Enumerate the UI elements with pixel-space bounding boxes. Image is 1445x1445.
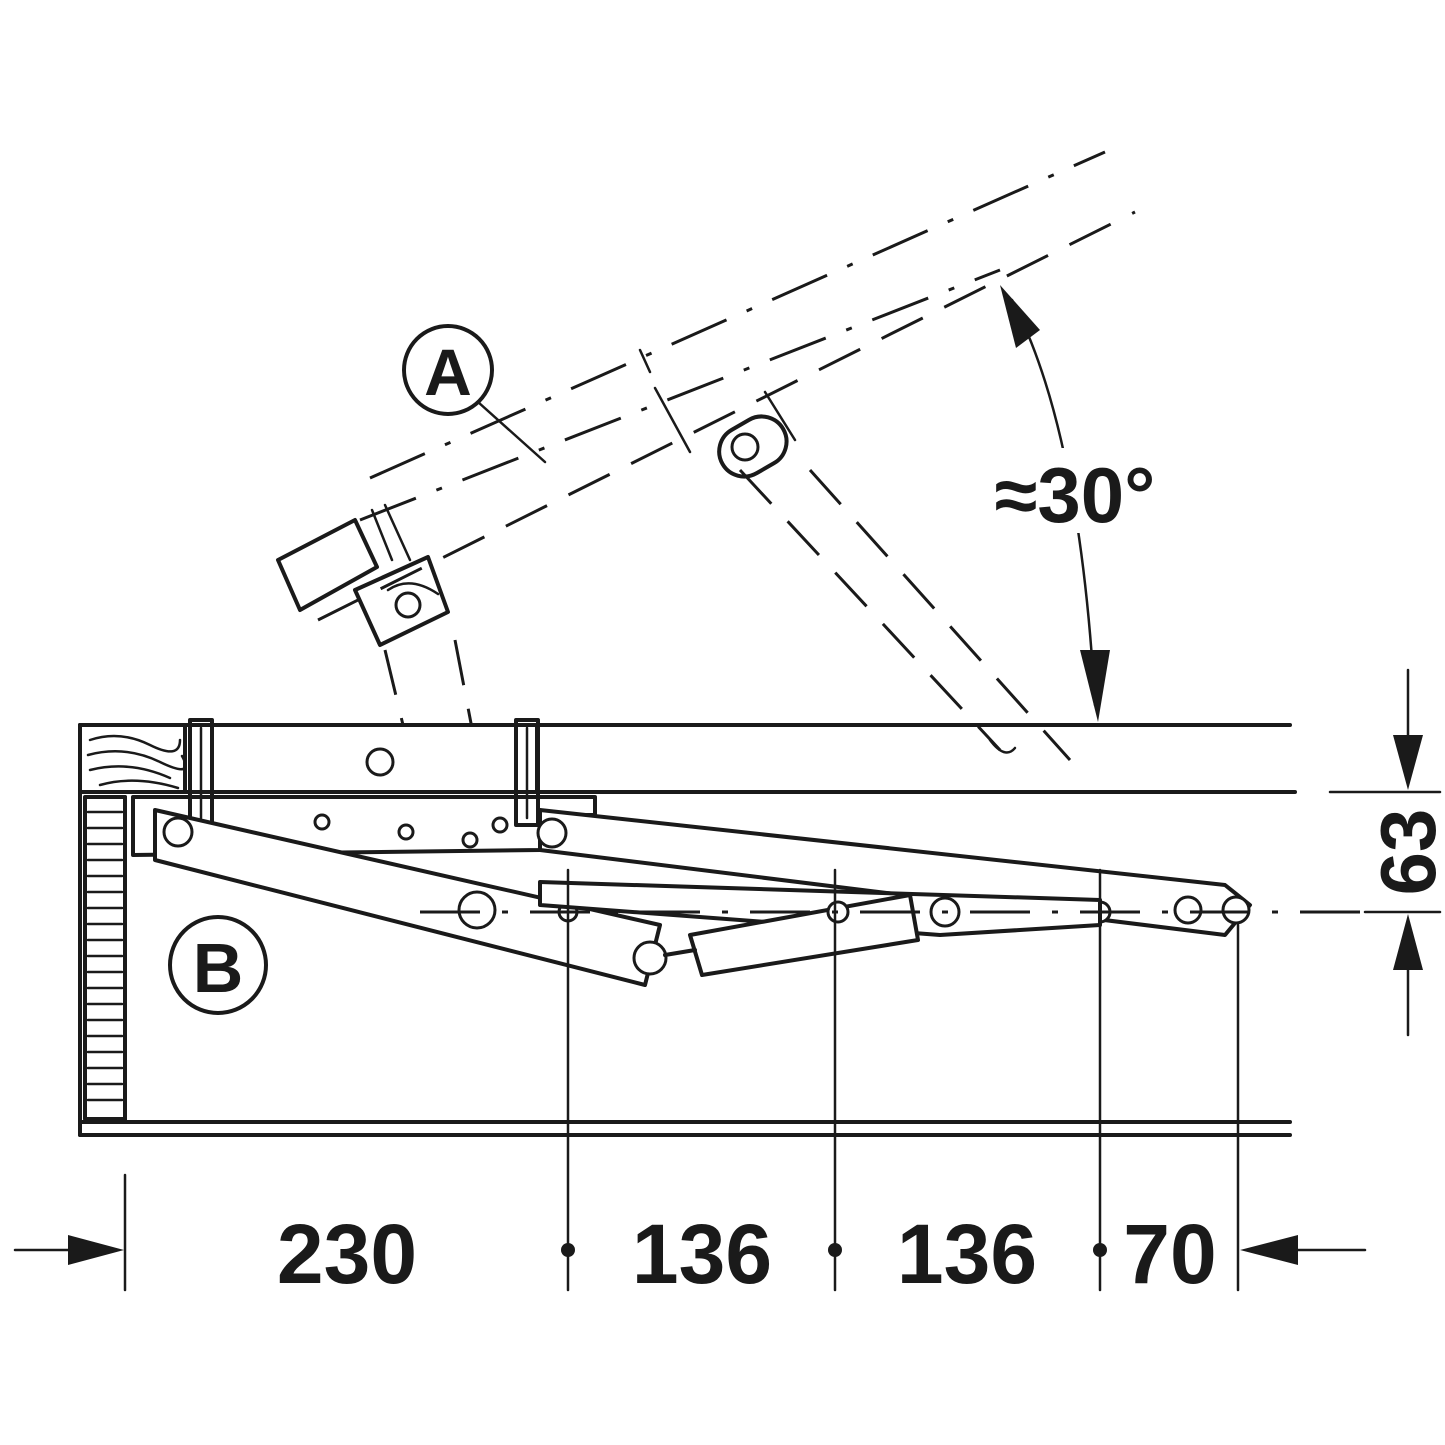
lid-hinge-plate [353,555,450,647]
main-arm [153,808,662,987]
callout-a-label: A [424,335,472,409]
mounting-plate [131,718,597,857]
open-lid-phantom [276,150,1136,776]
dimension-70: 70 [1123,1207,1216,1301]
callout-b-label: B [193,929,244,1007]
angle-dimension: ≈30° [975,285,1175,722]
dimension-230: 230 [277,1207,417,1301]
link-arm [538,880,1102,937]
hinge-arms [153,808,1252,987]
callout-a: A [402,324,547,464]
callout-b: B [168,915,268,1015]
angle-arrow-top [1000,285,1040,348]
lid-arm-pivot [717,414,789,479]
side-panel [83,795,127,1121]
height-dimension-value: 63 [1364,809,1445,896]
spacing-dimensions: 230 136 136 70 [13,868,1367,1301]
height-dimension: 63 [1328,668,1445,1037]
dimension-136-first: 136 [632,1207,772,1301]
dimension-136-second: 136 [897,1207,1037,1301]
wood-block [78,723,187,794]
angle-label: ≈30° [995,451,1156,539]
angle-arrow-bottom [1080,650,1110,722]
lid-end-block [276,518,379,612]
